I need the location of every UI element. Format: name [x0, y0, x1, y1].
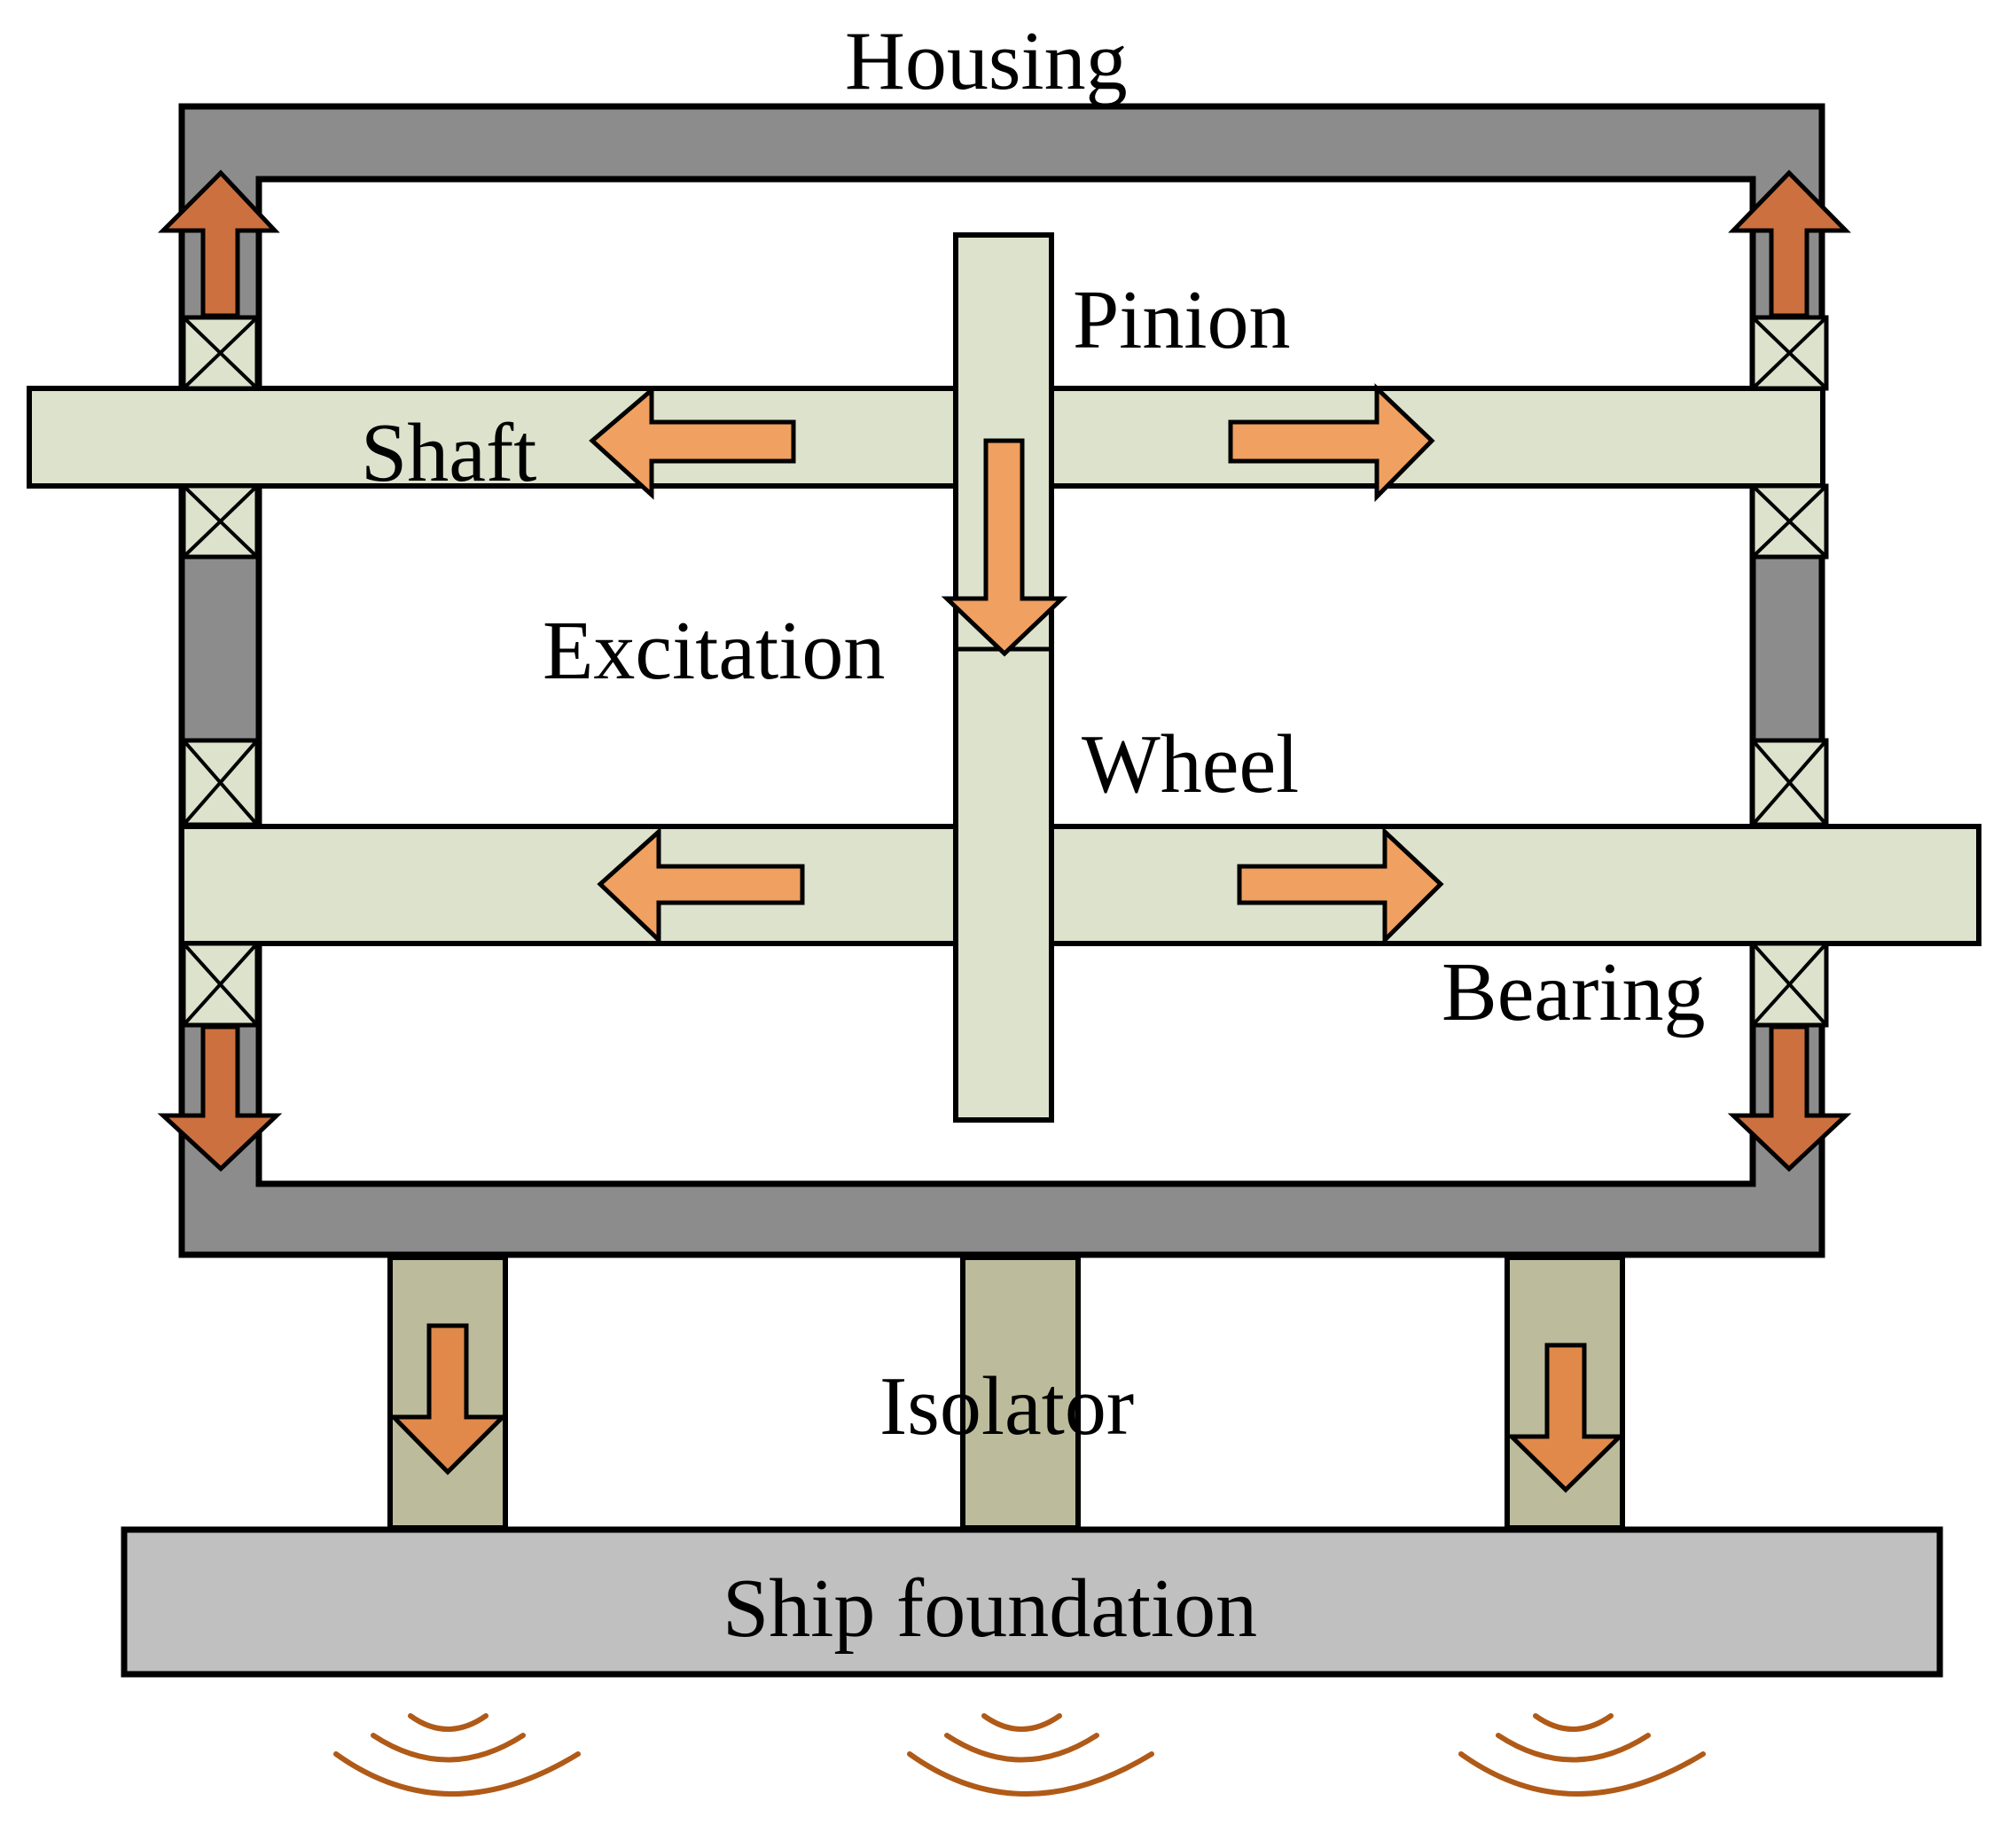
bearing-lower-left-top [181, 738, 260, 827]
ship-foundation-label: Ship foundation [723, 1562, 1257, 1655]
arrow-down-icon [1727, 1024, 1852, 1172]
excitation-label: Excitation [543, 605, 885, 697]
bearings [181, 315, 1829, 1028]
bearing-lower-left-bottom [181, 941, 260, 1028]
arrow-down-icon [1505, 1343, 1626, 1493]
arrow-down-icon [157, 1024, 283, 1172]
bearing-label: Bearing [1442, 946, 1706, 1038]
isolator-arrows [388, 1323, 1626, 1493]
housing-label: Housing [845, 15, 1128, 107]
arrow-right-icon [1237, 826, 1444, 946]
sound-wave-icon [333, 1713, 581, 1797]
bearing-lower-right-bottom [1750, 941, 1829, 1028]
arrow-down-icon [388, 1323, 509, 1476]
arrow-up-icon [157, 169, 280, 318]
housing-arrows [157, 169, 1852, 1172]
pinion-label: Pinion [1073, 274, 1291, 366]
shaft-arrows [589, 383, 1444, 946]
arrow-left-icon [597, 826, 805, 945]
arrow-right-icon [1228, 383, 1435, 503]
bearing-upper-left-top [181, 315, 260, 391]
bearing-upper-right-bottom [1750, 483, 1829, 560]
bearing-upper-right-top [1750, 315, 1829, 391]
arrow-up-icon [1728, 169, 1851, 318]
bearing-lower-right-top [1750, 738, 1829, 827]
arrow-left-icon [589, 385, 796, 500]
shaft-upper [27, 386, 1825, 489]
excitation-arrow-icon [941, 438, 1068, 657]
shaft-lower [179, 824, 1981, 946]
isolator-middle [960, 1255, 1081, 1531]
sound-wave-icon [1458, 1713, 1706, 1797]
sound-waves [333, 1713, 1706, 1797]
wheel-label: Wheel [1082, 718, 1299, 810]
sound-wave-icon [907, 1713, 1154, 1797]
ship-foundation [121, 1526, 1943, 1678]
shaft-label: Shaft [361, 407, 536, 499]
isolator-label: Isolator [879, 1360, 1134, 1453]
gear [953, 232, 1054, 1123]
bearing-upper-left-bottom [181, 483, 260, 560]
